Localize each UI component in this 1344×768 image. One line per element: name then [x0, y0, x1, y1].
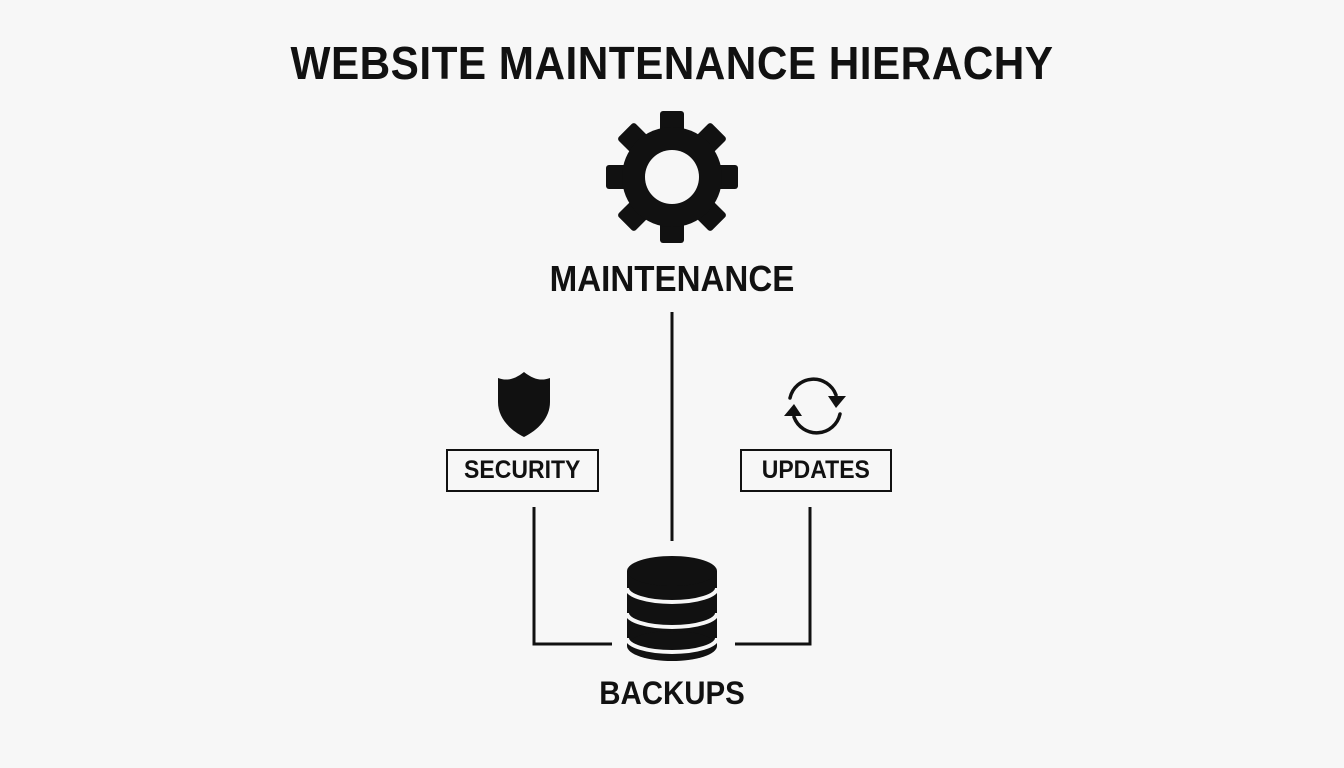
backups-label: BACKUPS [599, 675, 745, 711]
security-label: SECURITY [464, 456, 581, 484]
diagram-title: WEBSITE MAINTENANCE HIERACHY [290, 37, 1054, 89]
connectors [532, 312, 812, 646]
updates-box: UPDATES [740, 449, 892, 492]
updates-label: UPDATES [761, 456, 871, 484]
shield-icon [498, 372, 550, 437]
security-box: SECURITY [446, 449, 599, 492]
connector-security-backups [532, 507, 612, 646]
refresh-icon [784, 377, 846, 435]
connector-updates-backups [735, 507, 812, 646]
database-icon [625, 556, 719, 661]
maintenance-label: MAINTENANCE [549, 258, 795, 299]
gear-icon [606, 111, 738, 243]
